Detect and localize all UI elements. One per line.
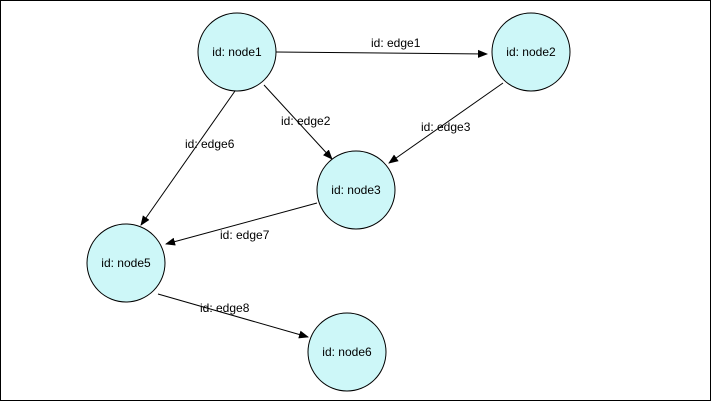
edge-edge8[interactable]: id: edge8: [157, 293, 309, 339]
edge-label-edge1: id: edge1: [371, 36, 421, 50]
node-label-node3: id: node3: [331, 183, 381, 197]
node-node3[interactable]: id: node3: [316, 150, 396, 230]
edge-label-edge3: id: edge3: [421, 120, 471, 134]
node-node1[interactable]: id: node1: [197, 12, 277, 92]
node-label-node2: id: node2: [506, 45, 556, 59]
nodes-layer: id: node1 id: node2 id: node3 id: node5 …: [86, 12, 571, 392]
node-node2[interactable]: id: node2: [491, 12, 571, 92]
edges-layer: id: edge1 id: edge2 id: edge3 id: edge6 …: [140, 36, 504, 339]
edge-edge3[interactable]: id: edge3: [388, 82, 504, 164]
edge-label-edge7: id: edge7: [220, 228, 270, 242]
edge-edge2[interactable]: id: edge2: [263, 84, 333, 160]
node-label-node5: id: node5: [101, 256, 151, 270]
node-label-node6: id: node6: [322, 345, 372, 359]
edge-label-edge6: id: edge6: [185, 137, 235, 151]
edge-label-edge2: id: edge2: [281, 114, 331, 128]
edge-label-edge8: id: edge8: [200, 301, 250, 315]
node-node6[interactable]: id: node6: [307, 312, 387, 392]
edge-edge6[interactable]: id: edge6: [140, 90, 236, 226]
node-node5[interactable]: id: node5: [86, 223, 166, 303]
edge-edge7[interactable]: id: edge7: [165, 202, 318, 246]
node-label-node1: id: node1: [212, 45, 262, 59]
edge-edge1[interactable]: id: edge1: [275, 36, 488, 58]
